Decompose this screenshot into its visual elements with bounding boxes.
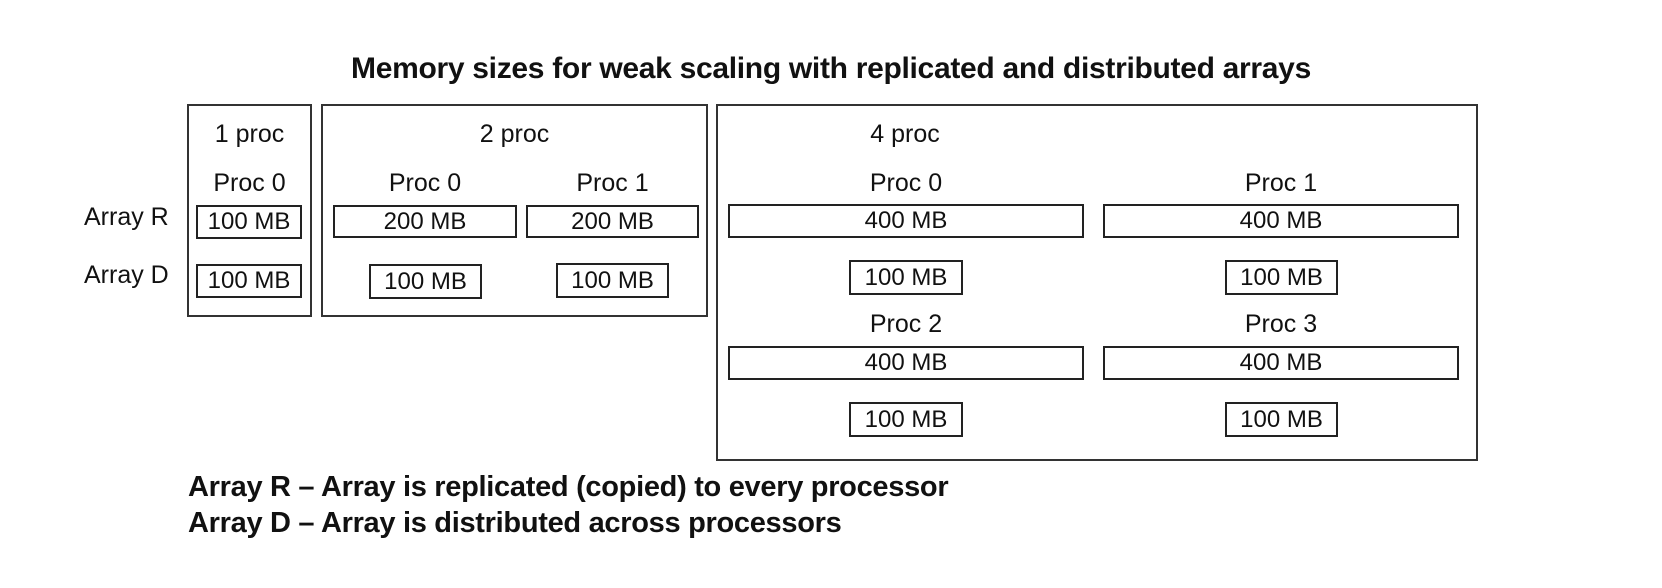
legend-array-d: Array D – Array is distributed across pr…	[188, 507, 842, 539]
row-label-array-r: Array R	[84, 203, 169, 231]
array-d-box: 100 MB	[849, 402, 963, 437]
array-d-box: 100 MB	[369, 264, 482, 299]
proc-label: Proc 0	[869, 169, 943, 197]
array-r-box: 400 MB	[728, 204, 1084, 238]
group-1-proc-label: 1 proc	[214, 120, 285, 148]
proc-label: Proc 2	[869, 310, 943, 338]
array-r-box: 100 MB	[196, 205, 302, 239]
array-d-box: 100 MB	[1225, 260, 1338, 295]
group-2-proc	[321, 104, 708, 317]
diagram-title: Memory sizes for weak scaling with repli…	[351, 52, 1311, 85]
proc-label: Proc 0	[213, 169, 286, 197]
group-1-proc	[187, 104, 312, 317]
proc-label: Proc 1	[576, 169, 649, 197]
array-r-box: 200 MB	[526, 205, 699, 238]
array-d-box: 100 MB	[556, 263, 669, 298]
array-d-box: 100 MB	[196, 264, 302, 298]
array-r-box: 400 MB	[728, 346, 1084, 380]
group-4-proc	[716, 104, 1478, 461]
array-d-box: 100 MB	[1225, 402, 1338, 437]
array-r-box: 200 MB	[333, 205, 517, 238]
array-r-box: 400 MB	[1103, 346, 1459, 380]
row-label-array-d: Array D	[84, 261, 169, 289]
proc-label: Proc 3	[1244, 310, 1318, 338]
proc-label: Proc 1	[1244, 169, 1318, 197]
array-r-box: 400 MB	[1103, 204, 1459, 238]
group-4-proc-label: 4 proc	[870, 120, 940, 148]
proc-label: Proc 0	[388, 169, 462, 197]
array-d-box: 100 MB	[849, 260, 963, 295]
legend-array-r: Array R – Array is replicated (copied) t…	[188, 471, 949, 503]
group-2-proc-label: 2 proc	[479, 120, 550, 148]
